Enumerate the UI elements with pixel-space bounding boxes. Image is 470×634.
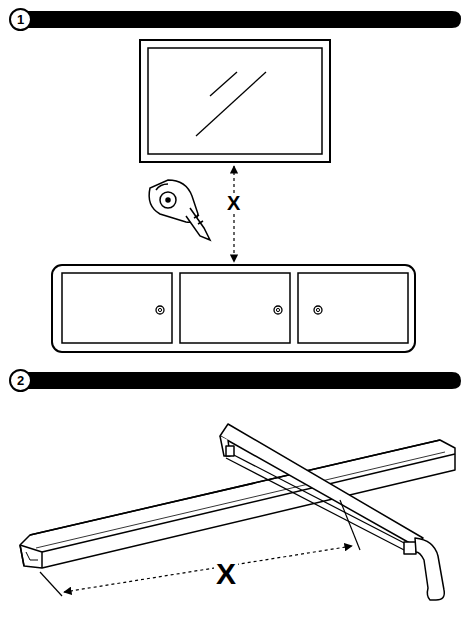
- step-number: 2: [17, 374, 24, 387]
- dimension-label: X: [214, 559, 238, 589]
- dimension-line: [40, 500, 360, 596]
- tape-measure: [149, 180, 210, 240]
- step-bar: [18, 372, 461, 389]
- step-number-circle: 2: [9, 369, 32, 392]
- dimension-line: [233, 166, 234, 262]
- tv: [140, 40, 330, 162]
- cabinet: [52, 265, 415, 352]
- cable-channel: [20, 440, 455, 568]
- step-bar: [18, 11, 461, 28]
- dimension-label: X: [225, 193, 242, 213]
- step-number-circle: 1: [9, 8, 32, 31]
- hacksaw: [220, 424, 444, 600]
- step-number: 1: [17, 13, 24, 26]
